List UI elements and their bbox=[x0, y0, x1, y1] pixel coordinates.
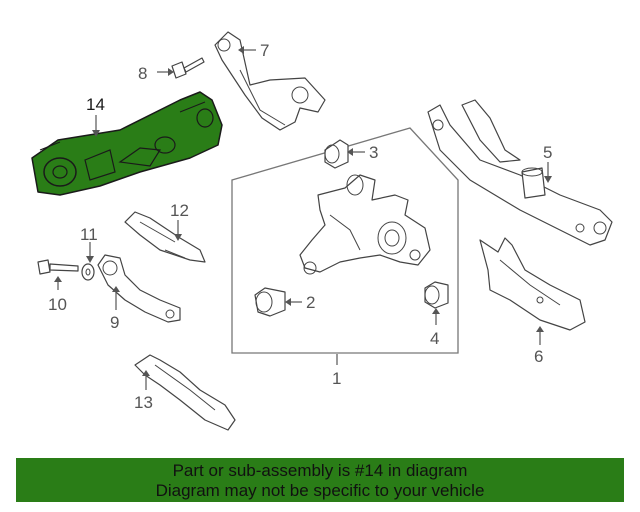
callout-12[interactable]: 12 bbox=[170, 201, 189, 220]
callout-4[interactable]: 4 bbox=[430, 329, 439, 348]
banner-line-1: Part or sub-assembly is #14 in diagram bbox=[172, 461, 468, 480]
part-12-bracket[interactable] bbox=[124, 211, 206, 263]
part-11-washer[interactable] bbox=[81, 263, 95, 281]
part-1-knuckle[interactable] bbox=[299, 174, 431, 275]
callout-14[interactable]: 14 bbox=[86, 95, 105, 114]
callout-9[interactable]: 9 bbox=[110, 313, 119, 332]
part-3-bushing[interactable] bbox=[324, 139, 349, 169]
part-7-upper-arm[interactable] bbox=[214, 31, 326, 131]
callout-10[interactable]: 10 bbox=[48, 295, 67, 314]
part-8-bolt[interactable] bbox=[171, 57, 205, 79]
part-10-bolt[interactable] bbox=[37, 259, 79, 275]
part-6-shield[interactable] bbox=[479, 237, 586, 331]
part-9-link[interactable] bbox=[97, 254, 181, 323]
callout-5[interactable]: 5 bbox=[543, 143, 552, 162]
part-4-bushing[interactable] bbox=[424, 281, 449, 309]
leader-lines bbox=[54, 46, 552, 390]
callout-11[interactable]: 11 bbox=[80, 225, 98, 244]
callout-1[interactable]: 1 bbox=[332, 369, 341, 388]
parts-diagram: 14 7 8 3 5 12 11 10 9 2 4 6 13 1 bbox=[31, 31, 613, 431]
part-13-bracket[interactable] bbox=[134, 354, 236, 431]
part-2-bushing[interactable] bbox=[254, 287, 286, 317]
banner-line-2: Diagram may not be specific to your vehi… bbox=[155, 481, 485, 500]
callout-7[interactable]: 7 bbox=[260, 41, 269, 60]
callout-2[interactable]: 2 bbox=[306, 293, 315, 312]
callout-6[interactable]: 6 bbox=[534, 347, 543, 366]
info-banner: Part or sub-assembly is #14 in diagram D… bbox=[16, 458, 624, 502]
callout-3[interactable]: 3 bbox=[369, 143, 378, 162]
part-1-knuckle-box bbox=[231, 127, 459, 354]
part-14-trailing-arm[interactable] bbox=[31, 91, 223, 196]
part-5-lower-arm[interactable] bbox=[427, 99, 613, 246]
callout-8[interactable]: 8 bbox=[138, 64, 147, 83]
callout-13[interactable]: 13 bbox=[134, 393, 153, 412]
